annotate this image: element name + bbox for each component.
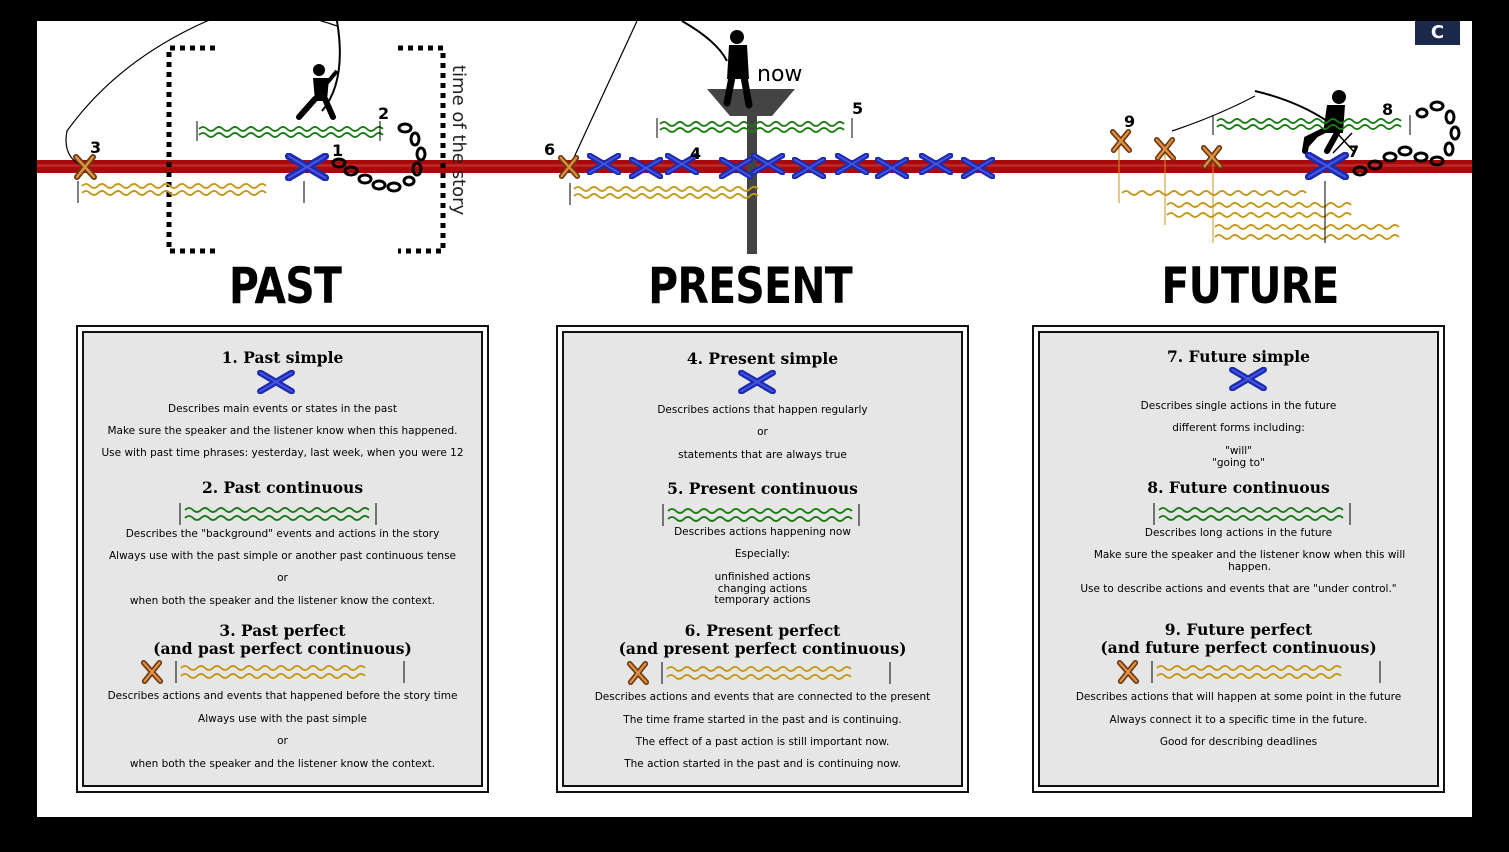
heading-future: FUTURE bbox=[1161, 257, 1339, 315]
text-future-perfect-1: Describes actions that will happen at so… bbox=[1075, 691, 1402, 703]
marker-1: 1 bbox=[332, 141, 344, 160]
chain-future bbox=[1352, 100, 1461, 177]
marker-8: 8 bbox=[1382, 100, 1394, 119]
present-continuous-symbol bbox=[662, 504, 860, 526]
text-past-continuous-4: when both the speaker and the listener k… bbox=[129, 595, 436, 607]
fisherman-present bbox=[569, 21, 753, 167]
present-simple-symbol bbox=[738, 370, 776, 394]
text-past-continuous-3: or bbox=[277, 572, 288, 584]
text-present-perfect-1: Describes actions and events that are co… bbox=[594, 691, 931, 703]
present-perfect-symbol bbox=[626, 660, 891, 686]
future-continuous-wave bbox=[1212, 115, 1411, 135]
chain-past bbox=[331, 122, 427, 193]
text-past-continuous-1: Describes the "background" events and ac… bbox=[125, 528, 440, 540]
text-past-perfect-4: when both the speaker and the listener k… bbox=[129, 758, 436, 770]
heading-present: PRESENT bbox=[648, 257, 853, 315]
text-present-continuous-1: Describes actions happening now bbox=[674, 526, 851, 538]
brand-logo: C bbox=[1415, 21, 1460, 45]
past-perfect-wave bbox=[77, 181, 305, 203]
text-future-simple-3: "will" "going to" bbox=[1212, 445, 1265, 469]
text-future-perfect-3: Good for describing deadlines bbox=[1159, 736, 1318, 748]
future-perfect-symbol bbox=[1116, 659, 1381, 685]
text-past-simple-2: Make sure the speaker and the listener k… bbox=[107, 425, 458, 437]
story-time-label: time of the story bbox=[448, 65, 469, 216]
marker-2: 2 bbox=[378, 104, 390, 123]
past-simple-symbol bbox=[257, 370, 295, 394]
present-perfect-wave bbox=[569, 183, 759, 205]
text-past-perfect-1: Describes actions and events that happen… bbox=[107, 690, 458, 702]
marker-6: 6 bbox=[544, 140, 556, 159]
text-future-continuous-2: Make sure the speaker and the listener k… bbox=[1093, 549, 1406, 573]
text-future-simple-2: different forms including: bbox=[1172, 422, 1305, 434]
now-label: now bbox=[757, 62, 803, 87]
story-time-bracket bbox=[166, 45, 446, 254]
future-continuous-symbol bbox=[1153, 503, 1351, 525]
diagram-canvas: 1 2 3 4 5 6 7 8 9 now time of the story … bbox=[37, 21, 1472, 817]
title-present-continuous: 5. Present continuous bbox=[667, 479, 858, 498]
text-present-simple-3: statements that are always true bbox=[678, 449, 847, 461]
text-present-perfect-4: The action started in the past and is co… bbox=[624, 758, 901, 770]
marker-5: 5 bbox=[852, 99, 864, 118]
text-present-simple-1: Describes actions that happen regularly bbox=[657, 404, 868, 416]
past-continuous-symbol bbox=[179, 503, 377, 525]
title-future-perfect: 9. Future perfect (and future perfect co… bbox=[1100, 620, 1377, 657]
panel-future: 7. Future simple Describes single action… bbox=[1032, 325, 1445, 793]
past-perfect-symbol bbox=[140, 659, 405, 685]
future-perfect-x-1 bbox=[1113, 132, 1130, 150]
title-past-perfect: 3. Past perfect (and past perfect contin… bbox=[153, 621, 412, 658]
marker-4: 4 bbox=[690, 144, 702, 163]
title-present-simple: 4. Present simple bbox=[686, 349, 839, 368]
text-past-perfect-3: or bbox=[277, 735, 288, 747]
text-present-continuous-2: Especially: bbox=[734, 548, 791, 560]
text-past-simple-1: Describes main events or states in the p… bbox=[168, 403, 397, 415]
marker-3: 3 bbox=[90, 138, 102, 157]
present-continuous-wave bbox=[656, 118, 853, 138]
title-past-continuous: 2. Past continuous bbox=[201, 478, 364, 497]
text-future-continuous-1: Describes long actions in the future bbox=[1144, 527, 1333, 539]
text-future-simple-1: Describes single actions in the future bbox=[1140, 400, 1337, 412]
title-past-simple: 1. Past simple bbox=[221, 348, 344, 367]
fisherman-past bbox=[65, 21, 341, 167]
marker-9: 9 bbox=[1124, 112, 1136, 131]
text-present-perfect-2: The time frame started in the past and i… bbox=[623, 714, 902, 726]
marker-7: 7 bbox=[1348, 142, 1360, 161]
title-future-continuous: 8. Future continuous bbox=[1147, 478, 1330, 497]
timeline-illustration bbox=[37, 21, 1472, 254]
text-past-perfect-2: Always use with the past simple bbox=[198, 713, 367, 725]
panel-past: 1. Past simple Describes main events or … bbox=[76, 325, 489, 793]
text-future-perfect-2: Always connect it to a specific time in … bbox=[1109, 714, 1368, 726]
text-present-perfect-3: The effect of a past action is still imp… bbox=[635, 736, 890, 748]
title-present-perfect: 6. Present perfect (and present perfect … bbox=[618, 621, 907, 658]
title-future-simple: 7. Future simple bbox=[1166, 347, 1311, 366]
text-future-continuous-3: Use to describe actions and events that … bbox=[1080, 583, 1397, 595]
text-past-simple-3: Use with past time phrases: yesterday, l… bbox=[101, 447, 464, 459]
past-continuous-wave bbox=[196, 121, 384, 141]
panel-present: 4. Present simple Describes actions that… bbox=[556, 325, 969, 793]
future-perfect-waves bbox=[1118, 146, 1400, 243]
text-present-simple-2: or bbox=[757, 426, 768, 438]
future-simple-symbol bbox=[1229, 367, 1267, 391]
text-present-continuous-3: unfinished actions changing actions temp… bbox=[714, 571, 811, 606]
text-past-continuous-2: Always use with the past simple or anoth… bbox=[108, 550, 457, 562]
heading-past: PAST bbox=[228, 257, 342, 315]
